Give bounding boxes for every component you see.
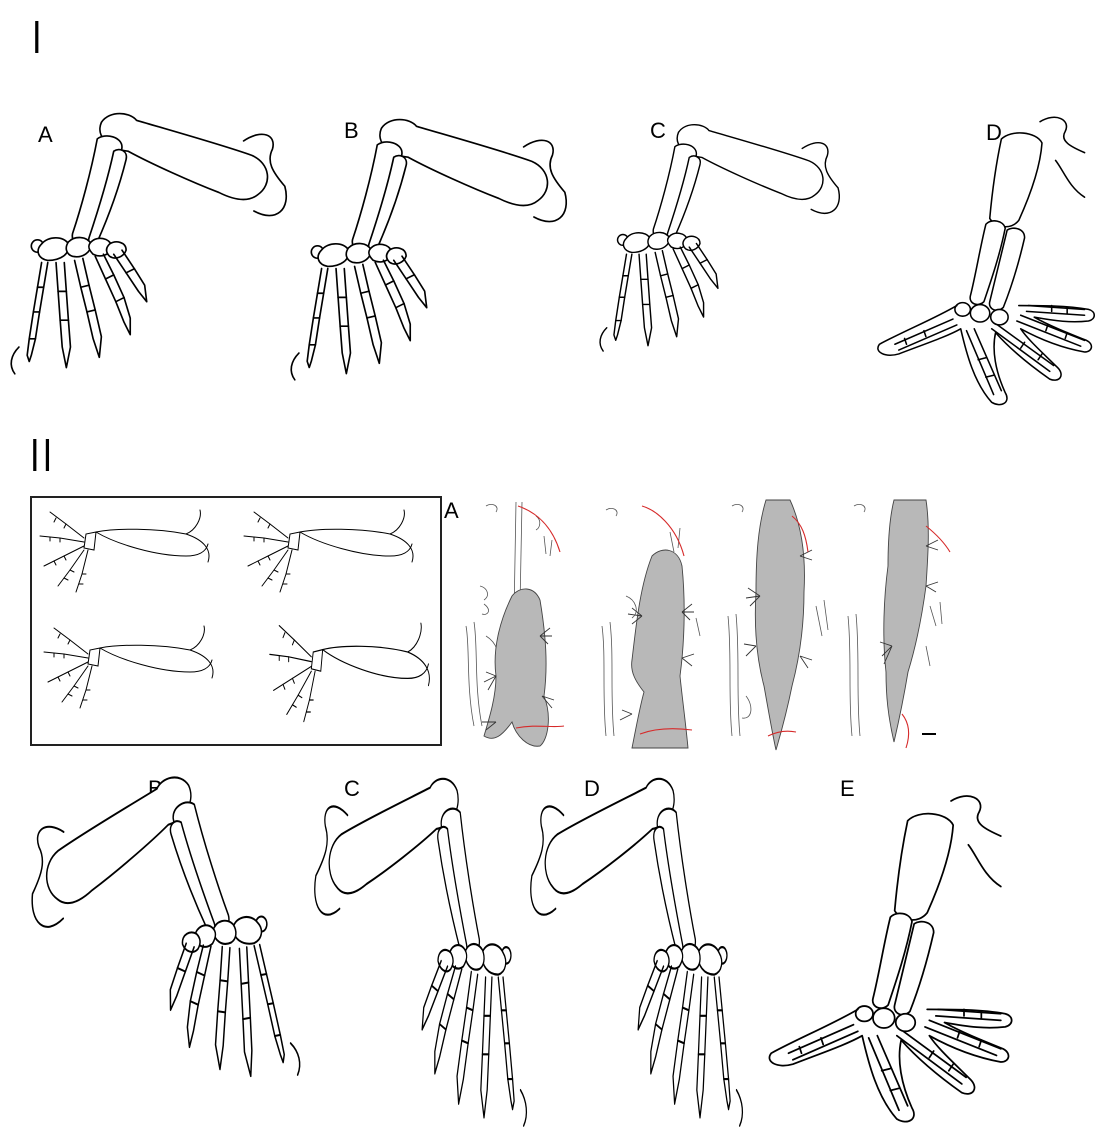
- section-label-I: I: [32, 14, 45, 60]
- limb-diagram-I-A: [6, 110, 306, 380]
- inset-foot-2: [240, 504, 420, 604]
- limb-diagram-II-E: [756, 790, 1016, 1130]
- limb-diagram-I-B: [286, 116, 586, 386]
- inset-foot-3: [40, 620, 220, 720]
- inset-box: [30, 496, 442, 746]
- limb-diagram-II-C: [300, 774, 530, 1134]
- lizard-sequence: [456, 496, 976, 750]
- inset-foot-1: [36, 504, 216, 604]
- inset-foot-4: [266, 616, 436, 736]
- limb-diagram-I-C: [596, 104, 856, 374]
- limb-diagram-I-D: [862, 112, 1100, 412]
- limb-diagram-II-D: [516, 774, 746, 1134]
- section-label-II: II: [30, 432, 55, 478]
- limb-diagram-II-B: [20, 778, 290, 1108]
